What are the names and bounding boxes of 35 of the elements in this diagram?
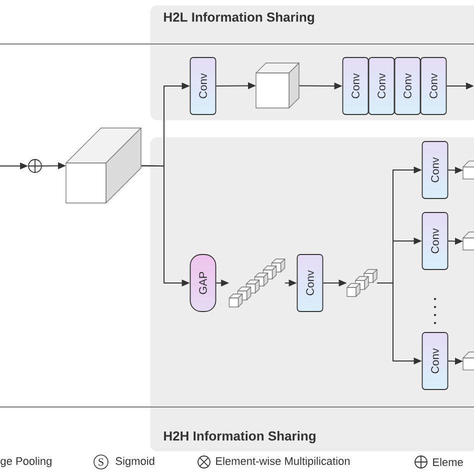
conv-block: Conv [368,57,395,115]
cuboid [66,128,142,204]
cuboid [462,232,474,250]
conv-block: Conv [422,332,448,390]
arrow [0,162,28,170]
conv-block: Conv [420,57,447,115]
legend-text: ge Pooling [0,456,52,468]
arrow [448,238,463,245]
arrow [284,280,297,286]
cuboid [462,160,474,180]
conv-block: Conv [422,212,448,270]
pooling-block: GAP [190,254,216,312]
arrow [216,82,256,90]
conv-block: Conv [394,57,421,115]
conv-block: Conv [342,57,369,115]
arrow [446,82,474,90]
arrow [41,162,66,170]
vector-cubes [346,269,378,297]
cuboid [462,352,474,370]
arrow [216,280,230,286]
arrow [376,282,422,364]
conv-block: Conv [190,57,216,115]
arrow [448,166,463,174]
legend-text: Sigmoid [116,456,154,468]
plus-circle [28,159,42,173]
cuboid [256,62,300,108]
arrow [140,165,190,286]
arrow [322,280,347,286]
arrow [448,358,463,365]
conv-block: Conv [296,254,324,312]
vector-cubes [228,258,286,308]
legend-text: Element-wise Multipilication [216,456,350,468]
arrow [298,82,342,90]
legend-text: Eleme [433,458,463,466]
conv-block: Conv [422,141,448,199]
